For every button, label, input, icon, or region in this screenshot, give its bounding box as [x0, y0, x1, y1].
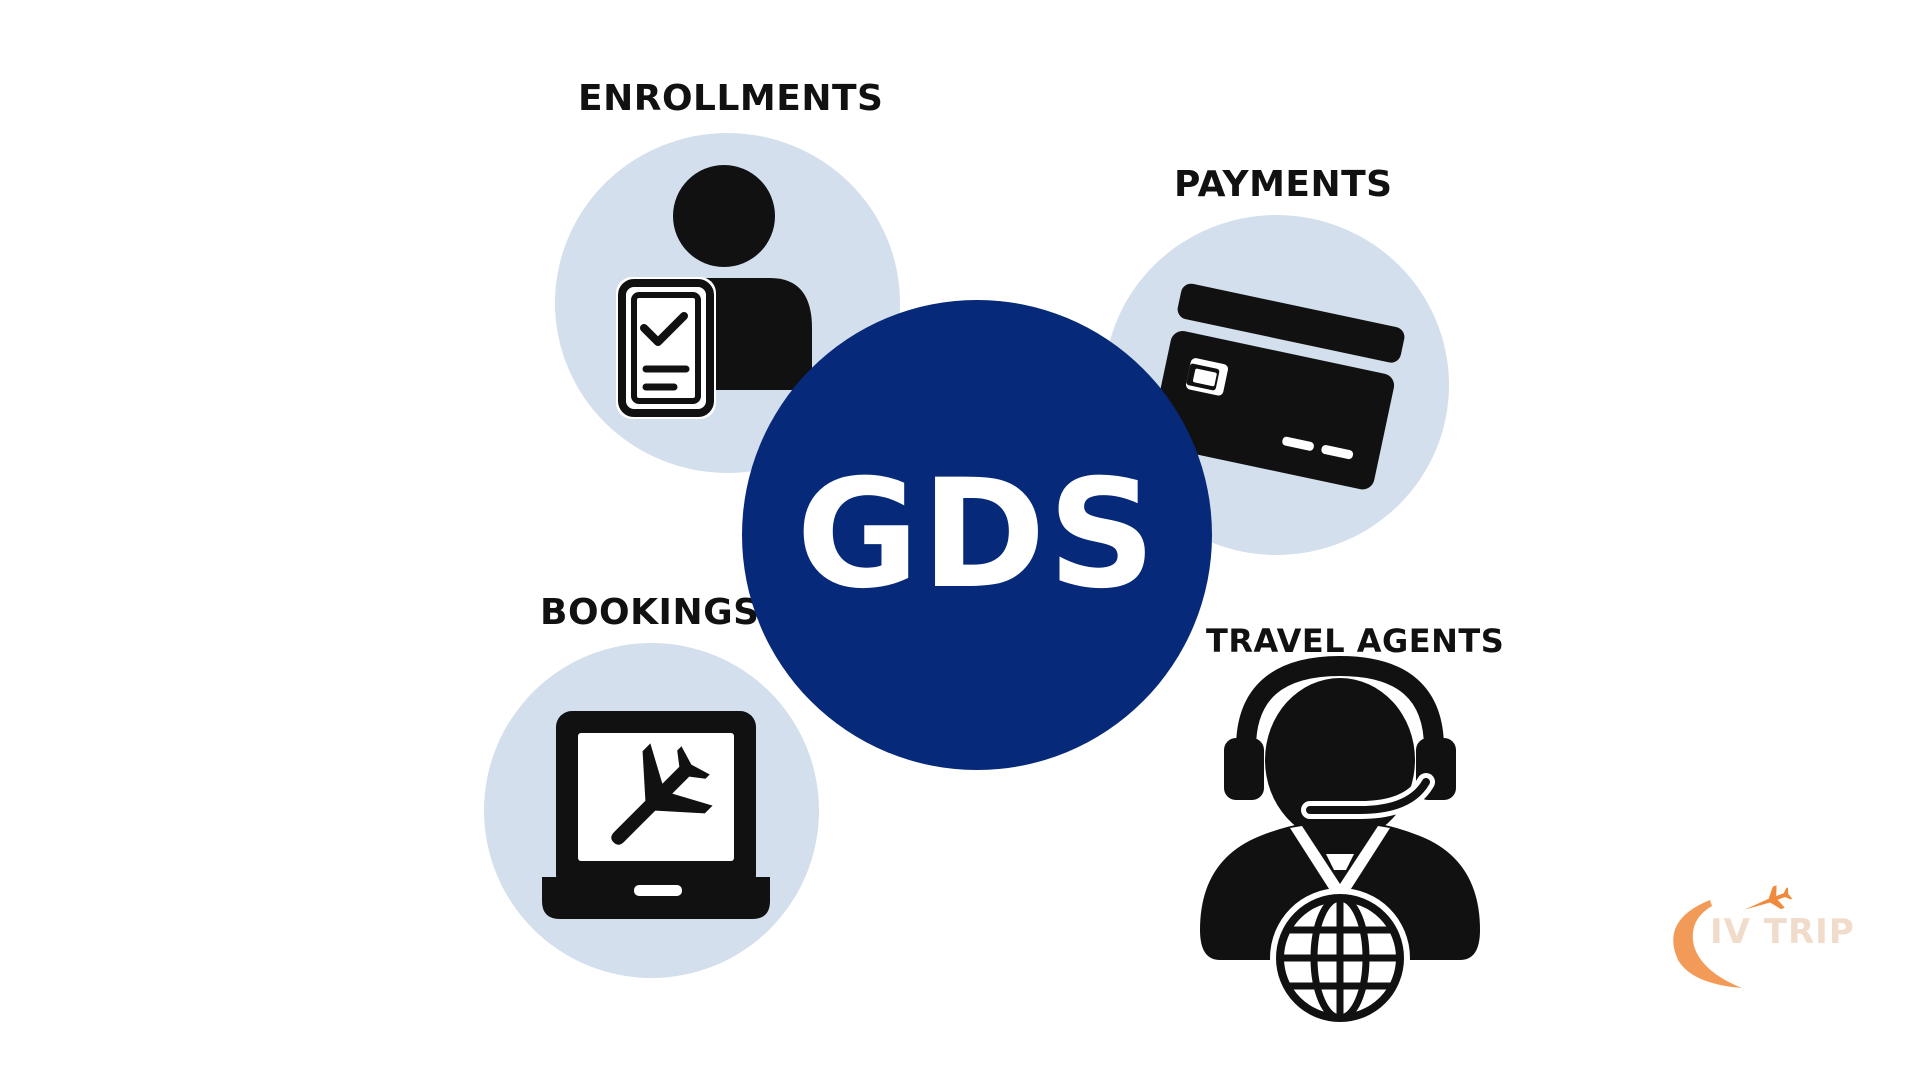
- payments-label: PAYMENTS: [1174, 164, 1393, 205]
- credit-card-icon: [1150, 283, 1405, 490]
- gds-center-circle: GDS: [742, 300, 1212, 770]
- person-checklist-icon: [616, 165, 812, 419]
- enrollments-label: ENROLLMENTS: [578, 78, 884, 119]
- headset-agent-globe-icon: [1200, 655, 1480, 1028]
- gds-center-label: GDS: [796, 448, 1158, 622]
- logo-text: IV TRIP: [1710, 912, 1855, 952]
- laptop-airplane-icon: [542, 711, 770, 919]
- travel-agents-label: TRAVEL AGENTS: [1206, 622, 1505, 660]
- airplane-swoosh-logo: [1673, 885, 1793, 988]
- bookings-label: BOOKINGS: [540, 592, 760, 633]
